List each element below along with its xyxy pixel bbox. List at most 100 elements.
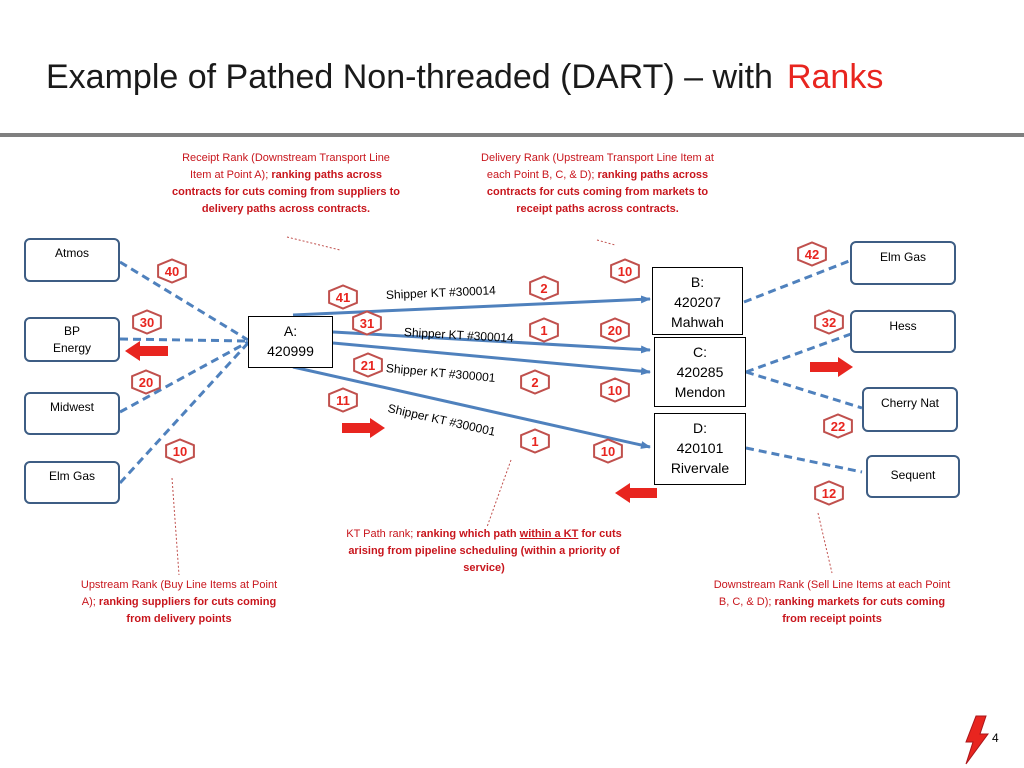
rank-value: 31 <box>360 316 374 331</box>
node-a[interactable]: A:420999 <box>248 316 333 368</box>
rank-badge-path-1: 2 <box>529 275 559 301</box>
rank-badge-path-3: 2 <box>520 369 550 395</box>
note-downstream-bold: ranking markets for cuts coming from rec… <box>774 596 946 625</box>
red-arrow-right-market <box>810 357 853 377</box>
rank-badge-receipt-4: 11 <box>328 387 358 413</box>
rank-value: 10 <box>618 264 632 279</box>
rank-badge-downstream-3: 22 <box>823 413 853 439</box>
note-upstream-rank: Upstream Rank (Buy Line Items at Point A… <box>74 577 284 628</box>
market-label: Cherry Nat <box>880 396 939 410</box>
rank-badge-delivery-4: 10 <box>593 438 623 464</box>
hexagon-badge <box>132 309 162 335</box>
rank-value: 10 <box>608 383 622 398</box>
rank-value: 2 <box>531 375 538 390</box>
contract-paths <box>292 295 651 449</box>
link-hess <box>745 328 863 374</box>
rank-badge-receipt-2: 31 <box>352 310 382 336</box>
node-d-number: 420101 <box>676 440 724 456</box>
node-d-name: Rivervale <box>670 460 730 476</box>
title-main: Example of Pathed Non-threaded (DART) – … <box>46 58 773 96</box>
market-box-cherry-nat[interactable]: Cherry Nat <box>862 387 958 432</box>
supplier-label: Midwest <box>49 400 94 414</box>
rank-badge-receipt-3: 21 <box>353 352 383 378</box>
rank-value: 1 <box>531 434 538 449</box>
rank-badge-delivery-2: 20 <box>600 317 630 343</box>
market-label: Hess <box>889 319 917 333</box>
rank-value: 12 <box>822 486 836 501</box>
rank-value: 1 <box>540 323 547 338</box>
note-receipt-normal: Receipt Rank (Downstream Transport Line … <box>182 152 390 181</box>
rank-badge-delivery-1: 10 <box>610 258 640 284</box>
hexagon-badge <box>529 317 559 343</box>
rank-badge-path-2: 1 <box>529 317 559 343</box>
link-cherry-nat <box>745 370 863 410</box>
link-atmos <box>119 260 249 342</box>
rank-value: 10 <box>173 444 187 459</box>
note-receipt-rank: Receipt Rank (Downstream Transport Line … <box>172 150 400 218</box>
hexagon-badge <box>814 480 844 506</box>
rank-badge-downstream-2: 32 <box>814 309 844 335</box>
hexagon-badge <box>610 258 640 284</box>
market-box-sequent[interactable]: Sequent <box>866 455 960 498</box>
rank-badge-upstream-2: 30 <box>132 309 162 335</box>
red-arrow-right-middle <box>342 418 385 438</box>
rank-badge-upstream-3: 20 <box>131 369 161 395</box>
supplier-box-midwest[interactable]: Midwest <box>24 392 120 435</box>
hexagon-badge <box>131 369 161 395</box>
rank-badge-downstream-1: 42 <box>797 241 827 267</box>
note-kt-path-rank: KT Path rank; ranking which path within … <box>336 526 632 577</box>
hexagon-badge <box>797 241 827 267</box>
callout-upstream <box>171 477 180 576</box>
node-c-number: 420285 <box>676 364 724 380</box>
page-number: 4 <box>992 731 999 745</box>
market-label: Elm Gas <box>879 250 926 264</box>
supplier-label: BP <box>63 324 80 338</box>
red-arrow-left-upstream <box>125 341 168 361</box>
logo <box>965 715 989 765</box>
hexagon-badge <box>593 438 623 464</box>
title-highlight: Ranks <box>786 58 884 96</box>
supplier-box-atmos[interactable]: Atmos <box>24 238 120 282</box>
rank-value: 22 <box>831 419 845 434</box>
rank-badge-delivery-3: 10 <box>600 377 630 403</box>
note-receipt-bold: ranking paths across contracts for cuts … <box>172 169 400 215</box>
page-title: Example of Pathed Non-threaded (DART) – … <box>46 58 883 97</box>
market-box-elm-gas[interactable]: Elm Gas <box>850 241 956 285</box>
note-downstream-rank: Downstream Rank (Sell Line Items at each… <box>707 577 957 628</box>
callout-receipt <box>286 236 341 251</box>
note-upstream-bold: ranking suppliers for cuts coming from d… <box>98 596 277 625</box>
callout-kt-path <box>486 459 512 528</box>
hexagon-badge <box>328 387 358 413</box>
rank-value: 41 <box>336 290 350 305</box>
rank-value: 40 <box>165 264 179 279</box>
supplier-box-elm-gas[interactable]: Elm Gas <box>24 461 120 504</box>
link-bp-energy <box>119 337 249 343</box>
link-elm-gas-market <box>743 254 863 304</box>
rank-value: 10 <box>601 444 615 459</box>
node-b-number: 420207 <box>674 294 721 310</box>
rank-value: 11 <box>336 393 350 408</box>
hexagon-badge <box>600 377 630 403</box>
callout-delivery <box>596 239 616 246</box>
market-label: Sequent <box>890 468 936 482</box>
hexagon-badge <box>520 428 550 454</box>
market-box-hess[interactable]: Hess <box>850 310 956 353</box>
note-kt-underline: within a KT <box>519 528 579 540</box>
node-c-id: C: <box>693 344 707 360</box>
lightning-bolt-icon <box>965 715 989 765</box>
supplier-links <box>118 260 250 485</box>
supplier-label: Atmos <box>54 246 89 260</box>
callout-downstream <box>817 512 833 574</box>
hexagon-badge <box>165 438 195 464</box>
hexagon-badge <box>520 369 550 395</box>
hexagon-badge <box>157 258 187 284</box>
market-links <box>743 254 863 474</box>
note-kt-normal: KT Path rank; <box>346 528 417 540</box>
rank-badge-upstream-1: 40 <box>157 258 187 284</box>
supplier-label: Elm Gas <box>48 469 95 483</box>
note-upstream-normal: Upstream Rank (Buy Line Items at Point A… <box>80 579 278 608</box>
